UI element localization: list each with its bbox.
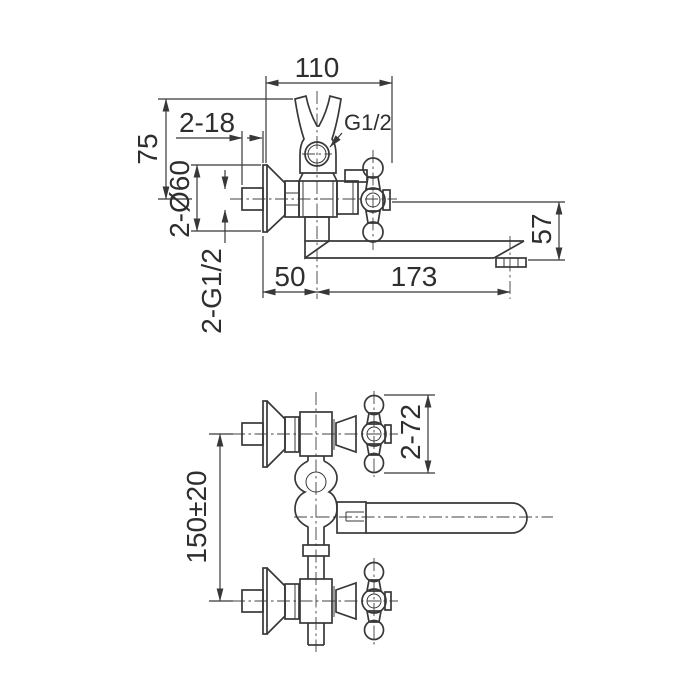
label-g12-text: G1/2 — [344, 110, 392, 135]
dim-173-label: 173 — [391, 261, 438, 292]
lower-valve-tee — [299, 578, 333, 646]
spout-front — [336, 501, 528, 534]
dim-50: 50 — [262, 236, 318, 298]
label-g12: G1/2 — [329, 110, 392, 148]
dim-57: 57 — [392, 201, 565, 261]
dim-57-label: 57 — [526, 213, 557, 244]
dim-2-d60: 2-Ø60 — [164, 160, 261, 238]
dim-150-label: 150±20 — [181, 470, 212, 563]
lower-bonnet — [333, 581, 357, 621]
dim-110-label: 110 — [295, 52, 340, 83]
dim-50-label: 50 — [274, 261, 305, 292]
aerator — [495, 257, 527, 268]
valve-bonnet — [336, 169, 368, 215]
shower-holder-fork — [294, 94, 342, 174]
front-holder-fork — [294, 456, 338, 545]
escutcheon-cone — [262, 164, 286, 233]
dim-75-label: 75 — [132, 133, 163, 164]
hose-connection-circle — [304, 141, 330, 167]
dim-2-18-label: 2-18 — [179, 107, 235, 138]
dim-2-g12-label: 2-G1/2 — [196, 248, 227, 334]
dim-2-72-label: 2-72 — [395, 404, 426, 460]
dim-75: 75 — [132, 98, 293, 200]
spout-side — [305, 240, 525, 259]
front-view: 150±20 2-72 — [181, 391, 553, 652]
upper-valve-tee — [299, 411, 333, 457]
dim-110: 110 — [265, 52, 393, 163]
upper-hex-nut — [284, 416, 300, 453]
upper-bonnet — [333, 414, 357, 454]
dim-2-18: 2-18 — [176, 107, 264, 185]
valve-body — [298, 172, 338, 260]
dim-2-72: 2-72 — [384, 394, 435, 474]
dim-2-g12: 2-G1/2 — [196, 170, 229, 334]
cross-handle-side — [360, 157, 391, 243]
dim-173: 173 — [316, 261, 511, 296]
dim-2-d60-label: 2-Ø60 — [164, 160, 195, 238]
side-view: 110 75 2-18 2-Ø60 2-G1/2 — [132, 52, 565, 334]
body-collar — [302, 544, 330, 579]
lower-cross-handle — [361, 561, 392, 641]
dim-150: 150±20 — [181, 433, 233, 602]
lower-hex-nut — [284, 583, 300, 620]
front-centerlines — [232, 391, 553, 652]
upper-cross-handle — [361, 394, 392, 474]
